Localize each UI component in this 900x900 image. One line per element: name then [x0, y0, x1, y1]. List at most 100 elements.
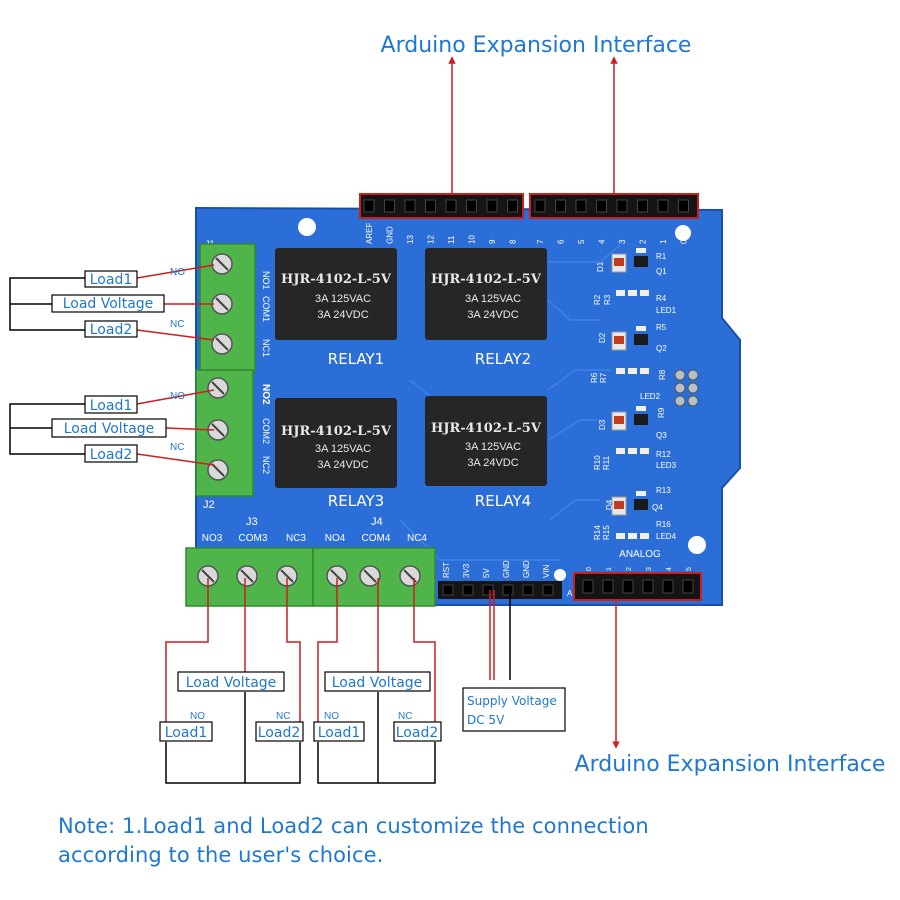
- relay-4-rating2: 3A 24VDC: [467, 457, 518, 469]
- analog-pin-label: 5: [686, 567, 693, 571]
- relay-1-rating1: 3A 125VAC: [315, 293, 371, 305]
- label-d1: D1: [596, 261, 605, 272]
- j1-pin-nc: NC1: [261, 339, 271, 357]
- label-d4: D4: [605, 499, 614, 510]
- j3-pin-no: NO3: [202, 533, 223, 544]
- left2-voltage-box: [51, 418, 167, 438]
- header-top-right-pin: [637, 199, 648, 213]
- header-top-right-pin: [575, 199, 587, 213]
- left2-nc: NC: [170, 442, 184, 453]
- resistor: [628, 533, 637, 539]
- j2-label: J2: [203, 499, 215, 511]
- resistor: [640, 368, 649, 374]
- power-pin: [502, 584, 514, 596]
- power-pin-rst: RST: [442, 562, 451, 578]
- power-pin-5v: 5V: [482, 568, 491, 578]
- analog-pin-label: 2: [626, 567, 633, 571]
- resistor: [636, 491, 646, 496]
- power-pin: [522, 584, 534, 596]
- relay-4: HJR-4102-L-5V 3A 125VAC 3A 24VDC RELAY4: [425, 396, 547, 510]
- supply-box: [462, 687, 566, 732]
- transistor: [634, 414, 648, 425]
- mount-hole-right: [675, 225, 691, 241]
- left2-load1: Load1: [90, 398, 133, 414]
- screw-slot: [363, 569, 377, 583]
- left1-load2: Load2: [90, 322, 133, 338]
- screw-slot: [211, 463, 225, 477]
- label-q4: Q4: [652, 503, 663, 512]
- bottom-j3-load1: Load1: [165, 725, 208, 741]
- j2-pin-com: COM2: [261, 418, 271, 444]
- icsp-pin: [674, 395, 686, 407]
- bottom-j3-load2: Load2: [258, 725, 301, 741]
- component-labels: D1 R1 Q1 R2 R3 R4 LED1 D2 R5 Q2 R6 R7 R8…: [590, 252, 677, 541]
- power-pin: [442, 584, 454, 596]
- screw-slot: [201, 569, 215, 583]
- header-top-left-pin: [384, 199, 395, 213]
- supply-line2: DC 5V: [467, 713, 505, 727]
- header-top-right-pin-label: 1: [659, 239, 668, 244]
- power-pin-3v3: 3V3: [462, 563, 471, 578]
- relay-4-label: RELAY4: [475, 492, 531, 510]
- header-top-right-pin-label: 4: [598, 239, 607, 244]
- label-r13: R13: [656, 486, 671, 495]
- analog-pin-label: 3: [646, 567, 653, 571]
- analog-pin-label: 1: [606, 567, 613, 571]
- screw-slot: [215, 257, 229, 271]
- header-top-right-pin: [534, 199, 546, 213]
- bottom-j4-load-voltage: Load Voltage: [332, 675, 423, 691]
- header-top-left-pin-label: 8: [509, 239, 518, 244]
- header-top-left-pin: [445, 199, 457, 213]
- header-top-left-pin: [425, 199, 436, 213]
- resistor: [616, 448, 625, 454]
- relay-1: HJR-4102-L-5V 3A 125VAC 3A 24VDC RELAY1: [275, 248, 397, 368]
- transistor: [634, 499, 648, 510]
- analog-pin: [642, 579, 654, 594]
- screw-slot: [211, 381, 225, 395]
- label-r3: R3: [603, 294, 612, 305]
- smd-components: [611, 248, 649, 539]
- header-top-right-pin-label: 3: [618, 239, 627, 244]
- diode-body: [614, 336, 624, 344]
- label-r8: R8: [658, 369, 667, 380]
- j4-label: J4: [371, 516, 383, 528]
- header-top-right-pin: [596, 199, 607, 213]
- icsp-pin: [687, 382, 699, 394]
- left2-load1-box: [84, 395, 138, 414]
- left1-load2-box: [84, 320, 138, 338]
- bottom-j4-nc: NC: [398, 711, 412, 722]
- label-q2: Q2: [656, 344, 667, 353]
- resistor: [628, 368, 637, 374]
- power-pin-gnd2: GND: [522, 560, 531, 578]
- mount-hole-bottom: [554, 569, 566, 581]
- bottom-j4-no: NO: [324, 711, 339, 722]
- analog-pin-label: 4: [666, 567, 673, 571]
- j1-pin-no: NO1: [261, 271, 271, 290]
- label-led4: LED4: [656, 532, 677, 541]
- top-title: Arduino Expansion Interface: [381, 33, 692, 58]
- analog-label: ANALOG: [619, 549, 661, 560]
- mount-hole-top: [298, 218, 316, 236]
- bottom-j4-load2: Load2: [396, 725, 439, 741]
- label-r16: R16: [656, 520, 671, 529]
- left1-voltage-box: [51, 294, 165, 313]
- label-led1: LED1: [656, 306, 677, 315]
- j3-pin-com: COM3: [239, 533, 268, 544]
- resistor: [628, 290, 637, 296]
- analog-a-label: A: [567, 589, 573, 598]
- analog-pin: [662, 579, 674, 594]
- left-wiring-2: [9, 389, 215, 466]
- header-top-left-pin-label: 11: [447, 235, 456, 244]
- bottom-j4-load2-box: [393, 721, 442, 742]
- resistor: [616, 533, 625, 539]
- diode-body: [614, 258, 624, 266]
- header-top-left-pin: [486, 199, 498, 213]
- icsp-pin: [674, 382, 686, 394]
- header-top-left-pin-label: GND: [386, 226, 395, 244]
- left-wiring-1: [9, 264, 215, 341]
- pcb-traces: [399, 244, 621, 561]
- transistor: [634, 334, 648, 345]
